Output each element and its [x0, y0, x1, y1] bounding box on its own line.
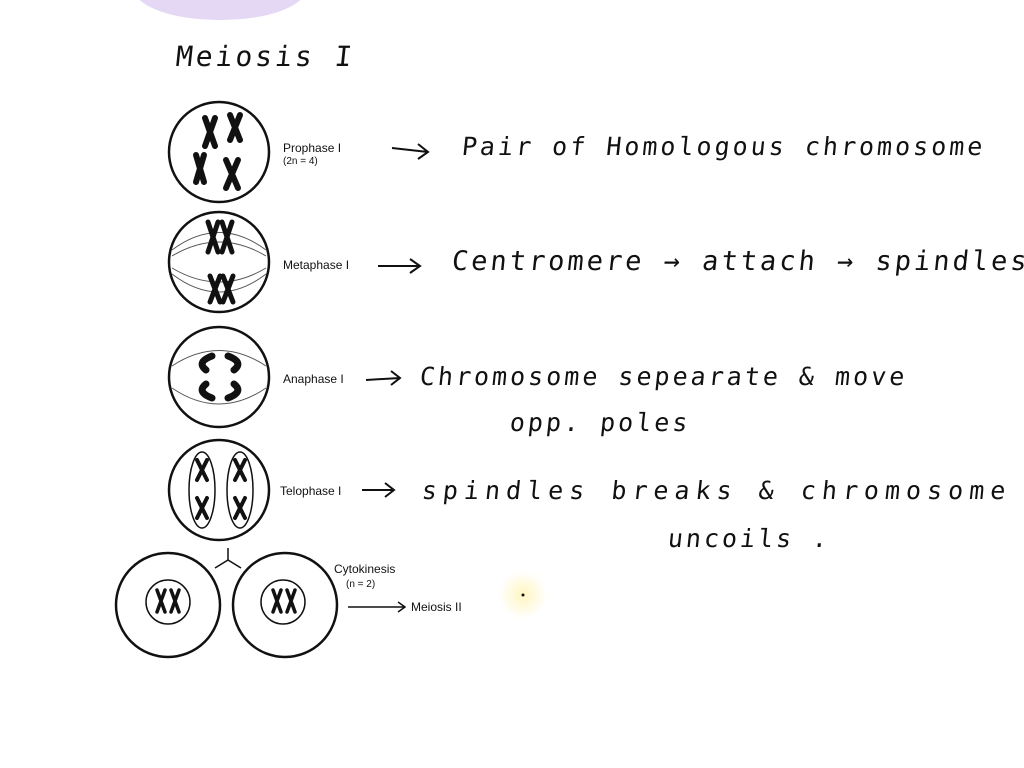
- cytokinesis-cell-left: [114, 551, 222, 659]
- telophase-arrow: [362, 482, 396, 498]
- page-title: Meiosis I: [174, 40, 357, 73]
- telophase-note-line2: uncoils .: [666, 524, 832, 553]
- prophase-arrow: [391, 143, 430, 160]
- meiosis-ii-arrow: [348, 601, 407, 613]
- metaphase-label: Metaphase I: [283, 258, 350, 272]
- metaphase-note: Centromere → attach → spindles: [450, 246, 1024, 277]
- prophase-cell: [167, 100, 271, 204]
- prophase-label: Prophase I: [283, 141, 342, 155]
- metaphase-cell: [167, 210, 271, 314]
- cytokinesis-label: Cytokinesis: [334, 562, 396, 576]
- telophase-cell: [167, 438, 271, 542]
- pen-highlight-blob: [139, 0, 301, 20]
- anaphase-label: Anaphase I: [283, 372, 344, 386]
- cursor-dot: [521, 593, 525, 597]
- meiosis-ii-label: Meiosis II: [411, 600, 462, 614]
- anaphase-note-line2: opp. poles: [508, 408, 693, 437]
- cytokinesis-sublabel: (n = 2): [346, 579, 376, 590]
- anaphase-cell: [167, 325, 271, 429]
- telophase-label: Telophase I: [280, 484, 342, 498]
- prophase-note: Pair of Homologous chromosome: [460, 132, 988, 161]
- prophase-sublabel: (2n = 4): [283, 156, 318, 167]
- cytokinesis-cell-right: [231, 551, 339, 659]
- telophase-note: spindles breaks & chromosome: [420, 476, 1013, 505]
- metaphase-arrow: [378, 258, 422, 274]
- anaphase-note: Chromosome sepearate & move: [418, 362, 909, 391]
- anaphase-arrow: [365, 370, 402, 386]
- split-connector: [214, 548, 242, 569]
